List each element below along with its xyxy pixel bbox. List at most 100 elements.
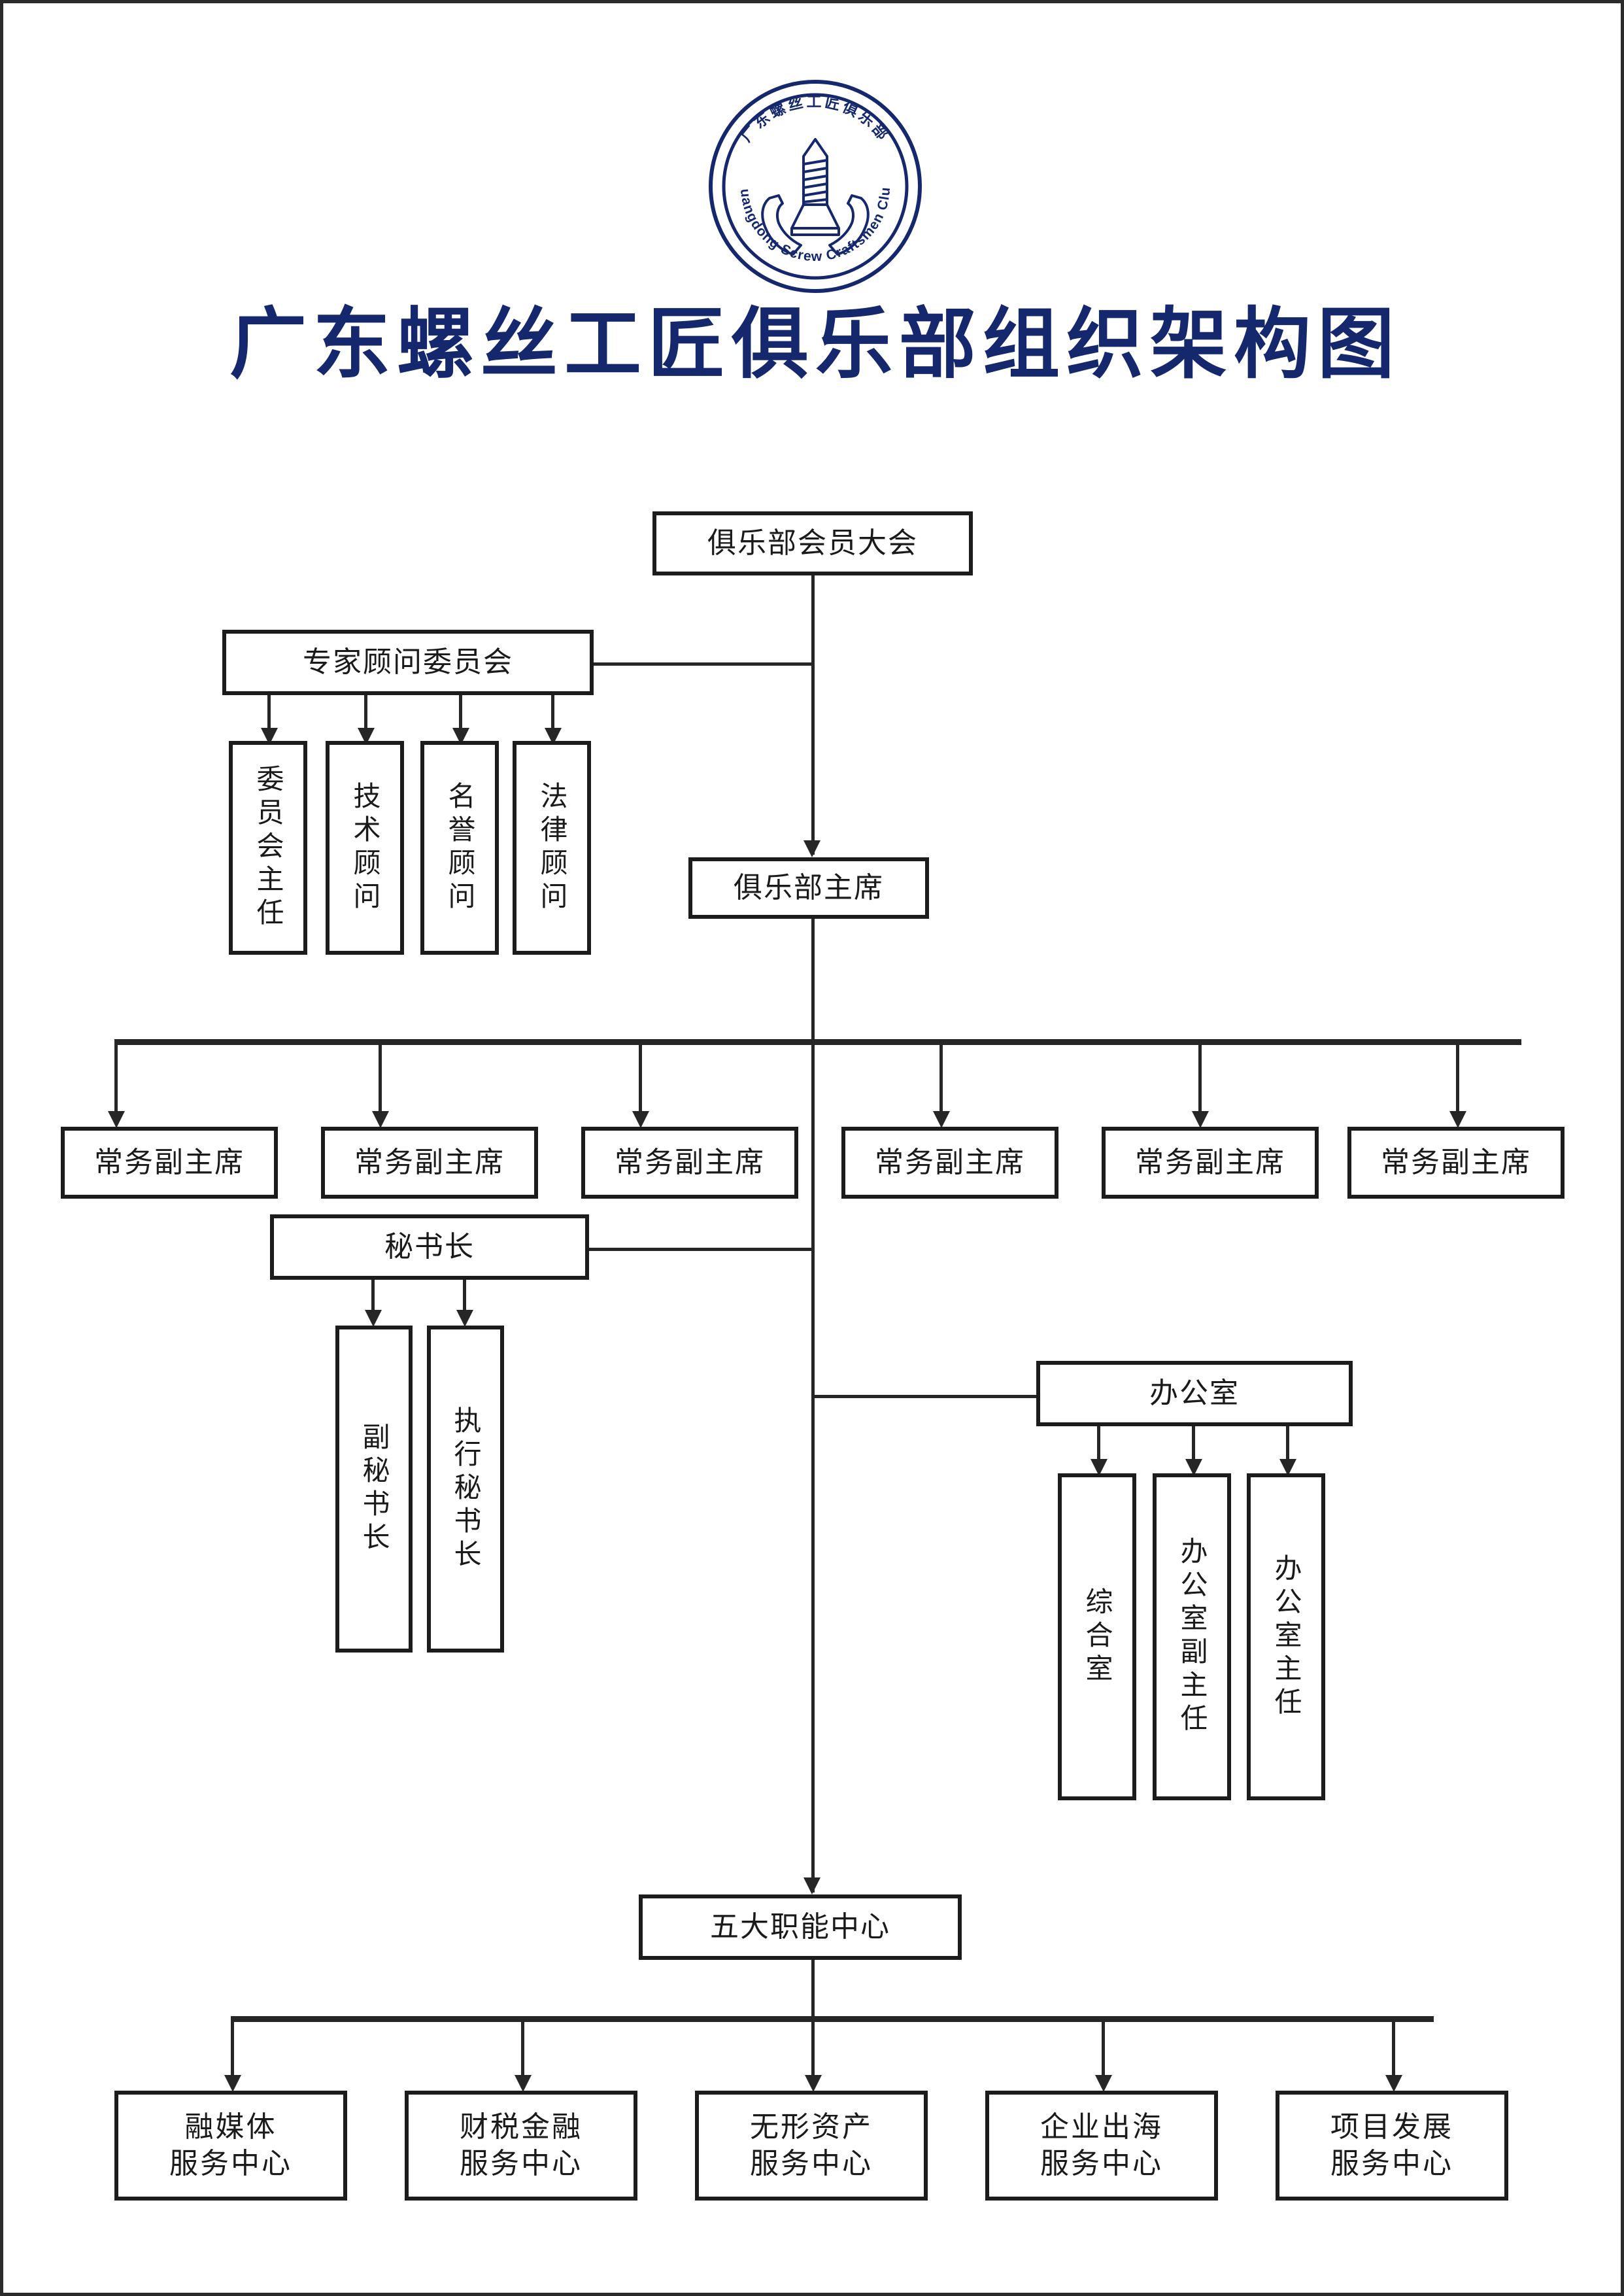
connector-president-trunk — [811, 919, 815, 1893]
node-project-development-service-center[interactable]: 项目发展 服务中心 — [1276, 2091, 1508, 2201]
node-label: 常务副主席 — [94, 1146, 245, 1178]
node-secretary-general[interactable]: 秘书长 — [270, 1214, 589, 1280]
node-media-service-center[interactable]: 融媒体 服务中心 — [114, 2091, 347, 2201]
connector-president-to-office — [811, 1395, 1039, 1398]
club-emblem-logo: 广东螺丝工匠俱乐部 Guangdong Screw Craftsmen Club — [705, 77, 925, 296]
node-label: 项目发展 服务中心 — [1325, 2109, 1459, 2183]
node-label: 委员会主任 — [253, 764, 284, 931]
node-office[interactable]: 办公室 — [1036, 1361, 1353, 1426]
connector-assembly-trunk — [811, 575, 815, 855]
connector-secgen-drop-2 — [463, 1280, 466, 1318]
node-vice-president-3[interactable]: 常务副主席 — [581, 1127, 798, 1199]
svg-text:广东螺丝工匠俱乐部: 广东螺丝工匠俱乐部 — [737, 94, 894, 145]
connector-advisory-drop-2 — [364, 695, 367, 736]
node-label: 财税金融 服务中心 — [454, 2109, 588, 2183]
node-office-deputy-director[interactable]: 办公室副主任 — [1153, 1473, 1231, 1800]
arrowhead-center-4 — [1095, 2075, 1112, 2092]
node-label: 常务副主席 — [354, 1146, 505, 1178]
node-label: 常务副主席 — [1135, 1146, 1285, 1178]
arrowhead-secgen-1 — [365, 1310, 382, 1327]
arrowhead-vp-1 — [108, 1111, 125, 1128]
node-vice-president-2[interactable]: 常务副主席 — [321, 1127, 538, 1199]
node-intangible-asset-service-center[interactable]: 无形资产 服务中心 — [695, 2091, 928, 2201]
node-label-line1: 无形资产 — [750, 2110, 873, 2143]
connector-secgen-drop-1 — [371, 1280, 375, 1318]
connector-office-drop-2 — [1192, 1426, 1195, 1467]
node-overseas-expansion-service-center[interactable]: 企业出海 服务中心 — [985, 2091, 1218, 2201]
connector-office-drop-1 — [1097, 1426, 1100, 1467]
node-advisory-committee[interactable]: 专家顾问委员会 — [222, 630, 594, 695]
node-label: 五大职能中心 — [710, 1910, 890, 1943]
node-general-affairs-room[interactable]: 综合室 — [1058, 1473, 1136, 1800]
connector-office-drop-3 — [1286, 1426, 1289, 1467]
node-vice-president-5[interactable]: 常务副主席 — [1102, 1127, 1319, 1199]
node-legal-advisor[interactable]: 法律顾问 — [513, 741, 591, 955]
arrowhead-vp-2 — [372, 1111, 389, 1128]
node-label: 综合室 — [1082, 1586, 1113, 1687]
node-five-functional-centers[interactable]: 五大职能中心 — [639, 1894, 962, 1960]
connector-advisory-drop-4 — [551, 695, 554, 736]
node-deputy-secretary-general[interactable]: 副秘书长 — [335, 1326, 413, 1653]
node-label-line2: 服务中心 — [750, 2148, 873, 2180]
node-label: 办公室主任 — [1271, 1553, 1302, 1721]
arrowhead-office-1 — [1091, 1459, 1108, 1476]
arrowhead-secgen-2 — [456, 1310, 473, 1327]
connector-vp-drop-2 — [379, 1039, 382, 1120]
connector-vp-drop-6 — [1456, 1039, 1459, 1120]
arrowhead-to-president — [804, 840, 820, 857]
node-label: 办公室副主任 — [1177, 1537, 1208, 1737]
node-label: 无形资产 服务中心 — [745, 2109, 878, 2183]
node-label-line1: 项目发展 — [1330, 2110, 1453, 2143]
connector-vp-drop-3 — [639, 1039, 642, 1120]
node-label-line1: 财税金融 — [460, 2110, 583, 2143]
node-label: 名誉顾问 — [445, 781, 475, 915]
arrowhead-center-5 — [1385, 2075, 1402, 2092]
node-club-assembly[interactable]: 俱乐部会员大会 — [652, 511, 973, 575]
arrowhead-center-1 — [224, 2075, 241, 2092]
node-club-president[interactable]: 俱乐部主席 — [688, 857, 929, 919]
arrowhead-office-2 — [1185, 1459, 1202, 1476]
connector-vp-distribution-bar — [114, 1039, 1521, 1045]
page-title: 广东螺丝工匠俱乐部组织架构图 — [229, 298, 1401, 389]
arrowhead-center-3 — [805, 2075, 822, 2092]
node-label-line1: 企业出海 — [1040, 2110, 1163, 2143]
arrowhead-office-3 — [1279, 1459, 1296, 1476]
arrowhead-to-centers — [804, 1877, 820, 1894]
connector-center-drop-4 — [1102, 2016, 1105, 2084]
node-committee-director[interactable]: 委员会主任 — [229, 741, 307, 955]
connector-centers-distribution-bar — [231, 2016, 1434, 2022]
connector-center-drop-2 — [521, 2016, 524, 2084]
node-label: 俱乐部主席 — [734, 871, 884, 904]
node-label-line1: 融媒体 — [184, 2110, 277, 2143]
node-label: 俱乐部会员大会 — [707, 526, 918, 559]
node-technical-advisor[interactable]: 技术顾问 — [326, 741, 404, 955]
node-vice-president-6[interactable]: 常务副主席 — [1347, 1127, 1565, 1199]
node-office-director[interactable]: 办公室主任 — [1247, 1473, 1325, 1800]
node-label-line2: 服务中心 — [460, 2148, 583, 2180]
node-label: 融媒体 服务中心 — [164, 2109, 297, 2183]
connector-vp-drop-5 — [1198, 1039, 1202, 1120]
node-label-line2: 服务中心 — [169, 2148, 292, 2180]
node-honorary-advisor[interactable]: 名誉顾问 — [420, 741, 499, 955]
arrowhead-vp-4 — [933, 1111, 950, 1128]
node-vice-president-1[interactable]: 常务副主席 — [61, 1127, 278, 1199]
connector-president-to-secgen — [588, 1248, 814, 1251]
node-label-line2: 服务中心 — [1330, 2148, 1453, 2180]
arrowhead-vp-3 — [632, 1111, 649, 1128]
node-label: 法律顾问 — [537, 781, 567, 915]
node-vice-president-4[interactable]: 常务副主席 — [841, 1127, 1058, 1199]
arrowhead-vp-5 — [1192, 1111, 1209, 1128]
node-label: 副秘书长 — [359, 1422, 390, 1556]
node-label: 常务副主席 — [615, 1146, 765, 1178]
node-label: 技术顾问 — [350, 781, 381, 915]
arrowhead-center-2 — [515, 2075, 532, 2092]
node-label: 秘书长 — [384, 1230, 475, 1263]
node-label: 常务副主席 — [1381, 1146, 1531, 1178]
node-executive-secretary-general[interactable]: 执行秘书长 — [427, 1326, 504, 1653]
connector-assembly-to-advisory — [592, 662, 814, 666]
arrowhead-vp-6 — [1449, 1111, 1466, 1128]
node-finance-service-center[interactable]: 财税金融 服务中心 — [405, 2091, 637, 2201]
connector-centers-trunk — [811, 1960, 815, 2019]
node-label: 专家顾问委员会 — [303, 645, 513, 678]
